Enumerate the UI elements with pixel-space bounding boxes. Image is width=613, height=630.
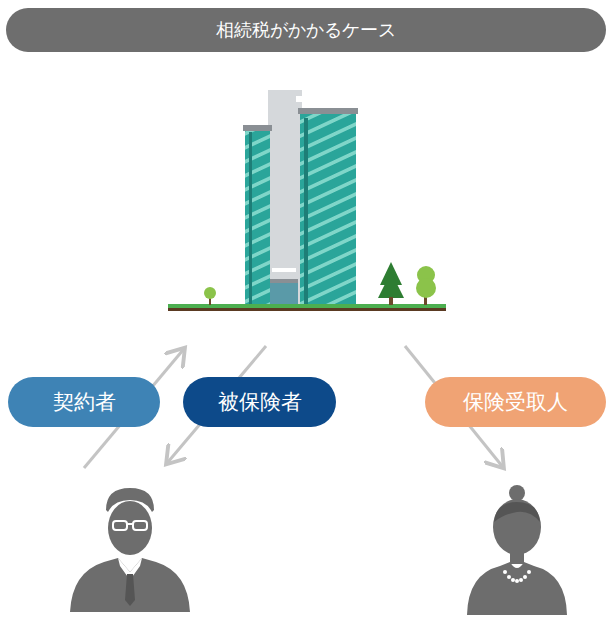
role-pill: 契約者 bbox=[8, 377, 160, 427]
label-text: 被保険者 bbox=[218, 388, 302, 416]
person-man bbox=[70, 488, 190, 612]
building bbox=[168, 90, 446, 311]
label-text: 保険受取人 bbox=[463, 388, 568, 416]
role-pill: 保険受取人 bbox=[425, 377, 606, 427]
label-text: 相続税がかかるケース bbox=[216, 18, 396, 42]
person-woman bbox=[467, 485, 567, 615]
role-pill: 被保険者 bbox=[183, 377, 336, 427]
title-bar: 相続税がかかるケース bbox=[6, 8, 606, 52]
label-text: 契約者 bbox=[53, 388, 116, 416]
